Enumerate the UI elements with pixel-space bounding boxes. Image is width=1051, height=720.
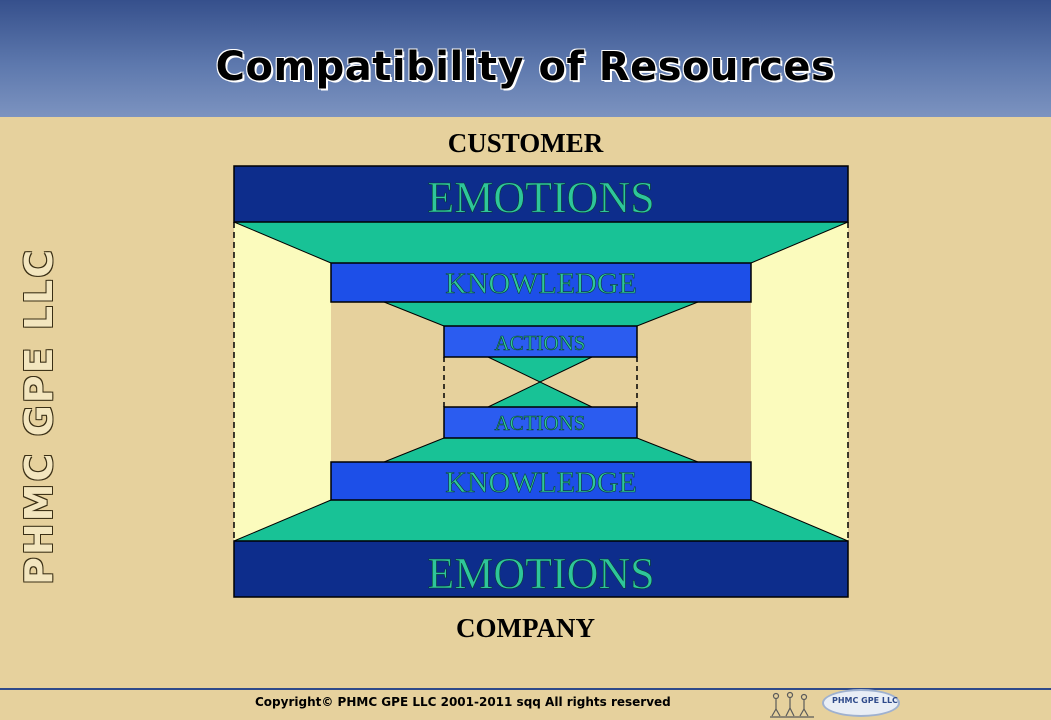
inner-bottom-bar-label: ACTIONS (494, 411, 585, 435)
footer-figures-icon (770, 691, 814, 718)
middle-top-funnel (384, 302, 698, 326)
middle-top-bar (330, 262, 752, 303)
company-label: COMPANY (456, 613, 595, 643)
outer-right-panel (751, 222, 848, 541)
customer-label: CUSTOMER (447, 128, 604, 158)
middle-bottom-bar (330, 461, 752, 501)
outer-top-bar (233, 165, 849, 223)
footer-logo-text: PHMC GPE LLC (832, 696, 898, 705)
outer-bottom-bar (233, 540, 849, 598)
outer-top-bar-label: EMOTIONS (427, 173, 654, 222)
middle-top-bar-label: KNOWLEDGE (445, 267, 637, 300)
inner-bottom-bar (443, 406, 638, 439)
inner-top-bar-label: ACTIONS (494, 331, 585, 355)
middle-bottom-funnel (384, 438, 698, 462)
outer-top-right-diagonal (750, 221, 849, 264)
slide-title: Compatibility of Resources (215, 44, 836, 90)
middle-bottom-right-diagonal (636, 437, 699, 463)
inner-top-bar (443, 325, 638, 358)
middle-bottom-left-diagonal (383, 437, 445, 463)
outer-top-left-diagonal (233, 221, 332, 264)
outer-bottom-funnel (234, 500, 848, 541)
inner-cross-line-b (487, 356, 593, 408)
footer-divider (0, 688, 1051, 690)
middle-bottom-bar-label: KNOWLEDGE (445, 466, 637, 499)
middle-top-right-diagonal (636, 301, 699, 327)
header-band (0, 0, 1051, 117)
outer-bottom-right-diagonal (750, 499, 849, 542)
outer-top-funnel (234, 222, 848, 263)
outer-bottom-bar-label: EMOTIONS (427, 549, 654, 598)
outer-bottom-left-diagonal (233, 499, 332, 542)
footer-logo: PHMC GPE LLC (822, 689, 900, 717)
copyright-text: Copyright© PHMC GPE LLC 2001-2011 sqq Al… (255, 695, 671, 709)
outer-left-panel (234, 222, 331, 541)
middle-top-left-diagonal (383, 301, 445, 327)
